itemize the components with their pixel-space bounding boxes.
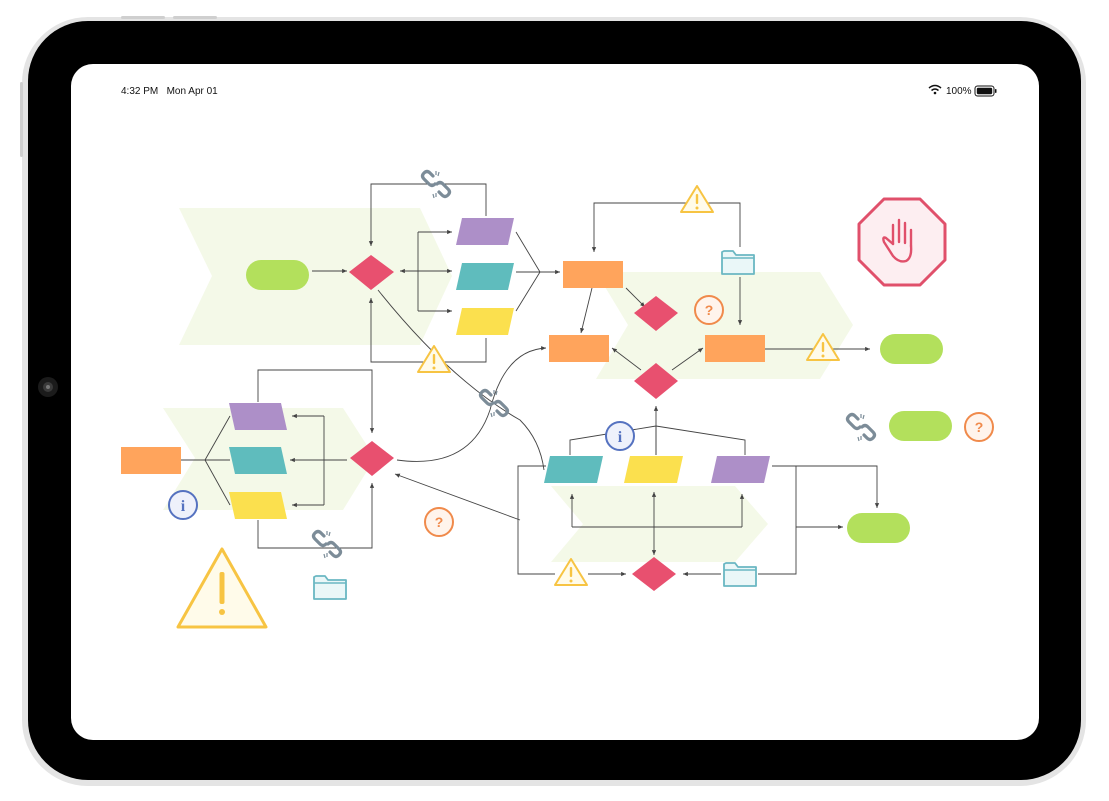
terminator-end[interactable] (880, 334, 943, 364)
data-parallelogram[interactable] (624, 456, 683, 483)
swimlane-band (551, 486, 768, 562)
info-icon (605, 421, 635, 451)
data-parallelogram[interactable] (711, 456, 770, 483)
decision-diamond[interactable] (350, 441, 394, 476)
swimlane-band (179, 208, 452, 345)
folder-icon (723, 562, 757, 587)
screen (71, 64, 1039, 740)
data-parallelogram[interactable] (229, 447, 287, 474)
battery-percentage: 100% (946, 86, 972, 97)
process-box[interactable] (563, 261, 623, 288)
process-box[interactable] (121, 447, 181, 474)
side-button (20, 82, 23, 157)
swimlane-band (596, 272, 853, 379)
decision-diamond[interactable] (632, 557, 676, 591)
data-parallelogram[interactable] (456, 263, 514, 290)
data-parallelogram[interactable] (544, 456, 603, 483)
terminator[interactable] (847, 513, 910, 543)
question-icon (424, 507, 454, 537)
stop-hand-icon (857, 197, 947, 287)
question-icon (964, 412, 994, 442)
folder-icon (721, 250, 755, 275)
data-parallelogram[interactable] (229, 403, 287, 430)
warning-icon (176, 547, 268, 629)
terminator[interactable] (889, 411, 952, 441)
decision-diamond[interactable] (634, 296, 678, 331)
status-date: Mon Apr 01 (166, 86, 218, 97)
decision-diamond[interactable] (349, 255, 394, 290)
data-parallelogram[interactable] (456, 218, 514, 245)
data-parallelogram[interactable] (229, 492, 287, 519)
volume-button (173, 16, 217, 19)
folder-icon (313, 575, 347, 600)
process-box[interactable] (549, 335, 609, 362)
process-box[interactable] (705, 335, 765, 362)
status-time: 4:32 PM Mon Apr 01 (121, 86, 218, 97)
volume-button (121, 16, 165, 19)
wifi-icon (928, 84, 942, 95)
decision-diamond[interactable] (634, 363, 678, 399)
info-icon (168, 490, 198, 520)
terminator-start[interactable] (246, 260, 309, 290)
battery-icon (974, 85, 997, 97)
data-parallelogram[interactable] (456, 308, 514, 335)
question-icon (694, 295, 724, 325)
camera-icon (38, 377, 58, 397)
